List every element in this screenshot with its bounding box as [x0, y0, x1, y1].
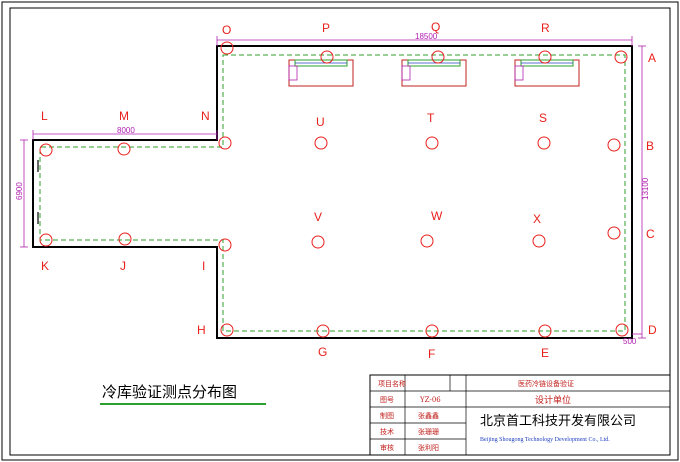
measure-point-k	[39, 233, 53, 247]
tb-design-unit-label: 设计单位	[535, 394, 571, 406]
label-n: N	[201, 109, 210, 123]
measure-points	[39, 41, 629, 338]
measure-point-j	[118, 232, 132, 246]
cooling-unit-q	[401, 59, 467, 87]
label-m: M	[119, 109, 129, 123]
label-i: I	[202, 259, 205, 273]
label-v: V	[314, 210, 322, 224]
tb-drawing-no-value: YZ-06	[419, 396, 441, 404]
measure-point-q	[431, 50, 445, 64]
label-p: P	[322, 21, 330, 35]
tb-company-en: Beijing Shougong Technology Development …	[480, 437, 610, 443]
measure-point-f	[425, 324, 439, 338]
dim-left-width: 8000	[117, 126, 135, 135]
tb-tech-label: 技术	[380, 427, 394, 436]
cooling-units	[288, 59, 580, 87]
label-k: K	[41, 259, 49, 273]
tb-review-label: 审核	[380, 443, 394, 452]
measure-point-m	[117, 142, 131, 156]
tb-project-value: 医药冷链设备验证	[518, 379, 574, 388]
tb-company-cn: 北京首工科技开发有限公司	[480, 413, 636, 429]
label-w: W	[431, 209, 443, 223]
dim-right-height: 13100	[641, 177, 650, 200]
label-r: R	[541, 21, 550, 35]
label-j: J	[120, 259, 126, 273]
tb-project-label: 项目名称	[378, 379, 406, 388]
label-g: G	[318, 345, 327, 359]
measure-point-a	[614, 50, 628, 64]
label-l: L	[41, 109, 48, 123]
dim-top-width: 18500	[415, 32, 438, 41]
room-wall-outline	[32, 45, 633, 339]
point-labels: O P Q R A B C D E F G H I J K L M N U T …	[41, 20, 657, 361]
measure-point-e	[538, 324, 552, 338]
measure-point-d	[615, 323, 629, 337]
tb-tech-value: 张珊珊	[418, 427, 439, 436]
dim-left-height: 6900	[15, 182, 24, 200]
measure-point-o	[220, 41, 234, 55]
measure-point-w	[420, 234, 434, 248]
measure-point-t	[425, 136, 439, 150]
measure-point-g	[316, 324, 330, 338]
label-h: H	[197, 323, 206, 337]
label-e: E	[541, 346, 549, 360]
cooling-unit-r	[514, 59, 580, 87]
label-b: B	[646, 139, 654, 153]
dimension-lines	[20, 36, 646, 339]
label-u: U	[316, 115, 325, 129]
drawing-title: 冷库验证测点分布图	[102, 383, 237, 401]
measure-point-p	[320, 50, 334, 64]
label-f: F	[428, 347, 435, 361]
label-x: X	[533, 212, 541, 226]
tb-drafter-label: 制图	[380, 411, 394, 420]
inner-frame	[9, 7, 671, 456]
dashed-boundary	[39, 54, 626, 332]
measure-point-r	[538, 50, 552, 64]
measure-point-b	[607, 138, 621, 152]
measure-point-s	[537, 136, 551, 150]
measure-point-c	[607, 226, 621, 240]
measure-point-n	[218, 136, 232, 150]
label-q: Q	[431, 20, 440, 34]
measure-point-v	[311, 235, 325, 249]
label-d: D	[648, 323, 657, 337]
measure-point-x	[532, 234, 546, 248]
cooling-unit-p	[288, 59, 354, 87]
measure-point-u	[314, 136, 328, 150]
tb-drafter-value: 张鑫鑫	[418, 411, 439, 420]
dim-bottom-right: 500	[623, 337, 637, 346]
label-s: S	[539, 111, 547, 125]
measure-point-h	[220, 323, 234, 337]
label-t: T	[427, 111, 435, 125]
measure-point-i	[218, 238, 232, 252]
tb-review-value: 张利阳	[418, 443, 439, 452]
tb-drawing-no-label: 图号	[380, 396, 394, 404]
label-o: O	[222, 23, 231, 37]
measure-point-l	[39, 143, 53, 157]
label-c: C	[646, 227, 655, 241]
label-a: A	[648, 51, 656, 65]
title-block: 项目名称 医药冷链设备验证 图号 YZ-06 设计单位 制图 张鑫鑫 技术 张珊…	[369, 374, 671, 456]
